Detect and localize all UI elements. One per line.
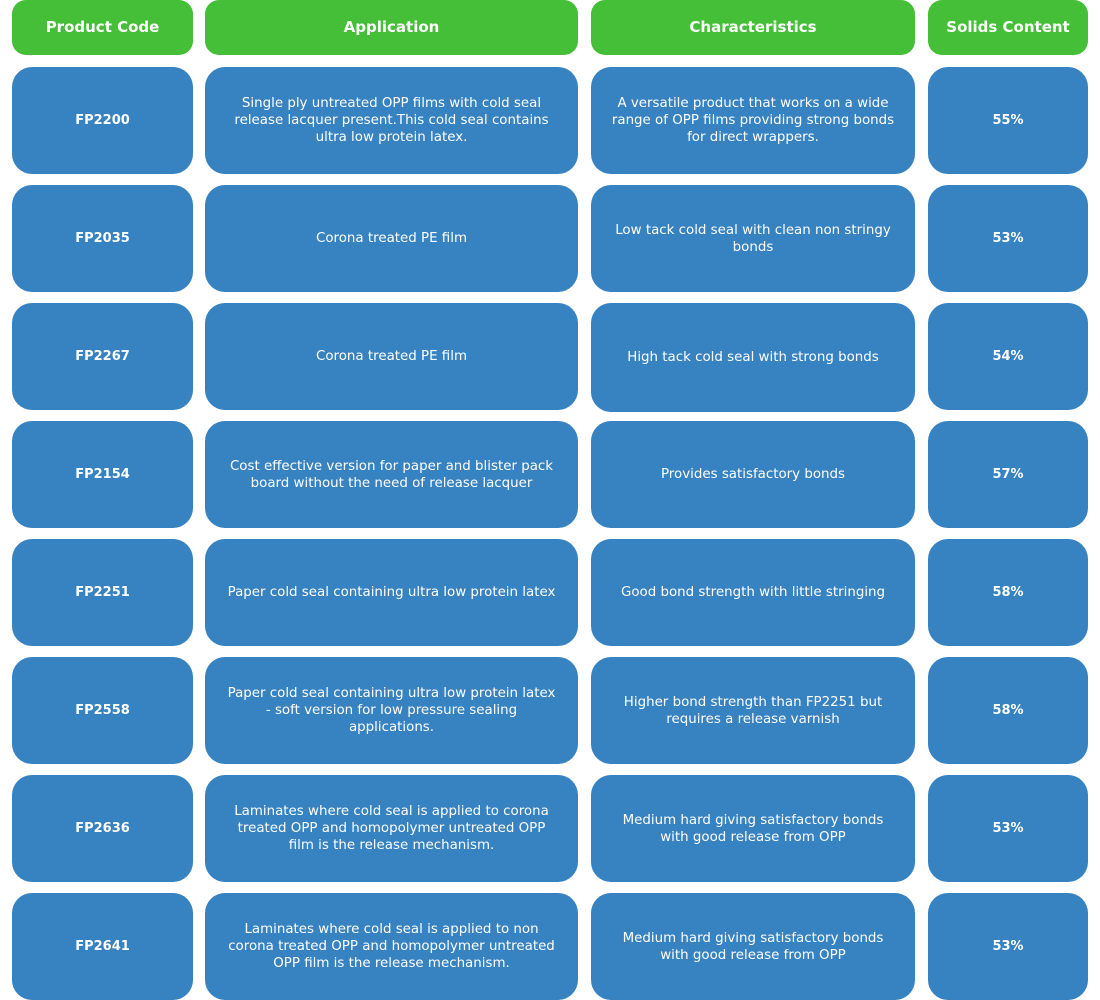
header-application: Application xyxy=(205,0,578,55)
application-cell: Paper cold seal containing ultra low pro… xyxy=(205,539,578,646)
characteristics-cell: Higher bond strength than FP2251 but req… xyxy=(591,657,915,764)
application-cell: Laminates where cold seal is applied to … xyxy=(205,893,578,1000)
characteristics-cell: Low tack cold seal with clean non string… xyxy=(591,185,915,292)
product-code-cell: FP2558 xyxy=(12,657,193,764)
product-code-cell: FP2251 xyxy=(12,539,193,646)
header-product-code: Product Code xyxy=(12,0,193,55)
application-cell: Corona treated PE film xyxy=(205,303,578,410)
product-code-cell: FP2267 xyxy=(12,303,193,410)
solids-content-cell: 57% xyxy=(928,421,1088,528)
product-code-cell: FP2200 xyxy=(12,67,193,174)
header-solids-content: Solids Content xyxy=(928,0,1088,55)
application-cell: Paper cold seal containing ultra low pro… xyxy=(205,657,578,764)
solids-content-cell: 53% xyxy=(928,775,1088,882)
characteristics-cell: High tack cold seal with strong bonds xyxy=(591,303,915,412)
product-code-cell: FP2154 xyxy=(12,421,193,528)
solids-content-cell: 53% xyxy=(928,893,1088,1000)
product-code-cell: FP2641 xyxy=(12,893,193,1000)
application-cell: Cost effective version for paper and bli… xyxy=(205,421,578,528)
solids-content-cell: 58% xyxy=(928,657,1088,764)
solids-content-cell: 58% xyxy=(928,539,1088,646)
application-cell: Laminates where cold seal is applied to … xyxy=(205,775,578,882)
characteristics-cell: Good bond strength with little stringing xyxy=(591,539,915,646)
characteristics-cell: A versatile product that works on a wide… xyxy=(591,67,915,174)
application-cell: Corona treated PE film xyxy=(205,185,578,292)
application-cell: Single ply untreated OPP films with cold… xyxy=(205,67,578,174)
product-code-cell: FP2636 xyxy=(12,775,193,882)
characteristics-cell: Provides satisfactory bonds xyxy=(591,421,915,528)
solids-content-cell: 53% xyxy=(928,185,1088,292)
characteristics-cell: Medium hard giving satisfactory bonds wi… xyxy=(591,775,915,882)
solids-content-cell: 54% xyxy=(928,303,1088,410)
product-code-cell: FP2035 xyxy=(12,185,193,292)
header-characteristics: Characteristics xyxy=(591,0,915,55)
solids-content-cell: 55% xyxy=(928,67,1088,174)
characteristics-cell: Medium hard giving satisfactory bonds wi… xyxy=(591,893,915,1000)
